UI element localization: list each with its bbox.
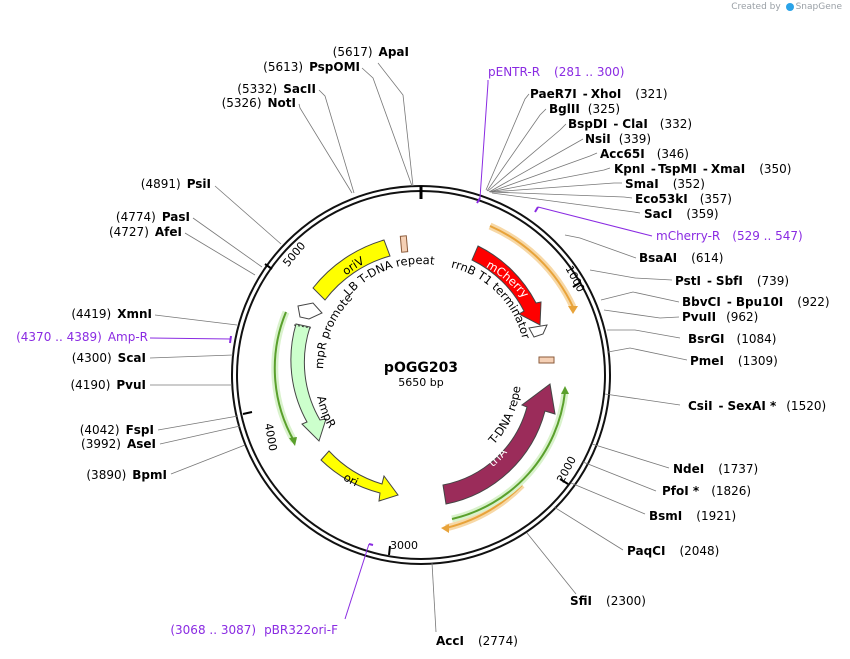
tick-label-2000: 2000 bbox=[554, 454, 579, 485]
enzyme-psii: (4891)PsiI bbox=[141, 177, 211, 191]
orf-arrow-rb bbox=[561, 386, 569, 394]
primer-markers bbox=[229, 197, 539, 546]
enzyme-apai: (5617)ApaI bbox=[333, 45, 409, 59]
enzyme-bbvci-bpu10i: BbvCI-Bpu10I(922) bbox=[682, 295, 830, 309]
ampr-start-dashes bbox=[293, 324, 312, 329]
feature-ampr-promoter-arrow bbox=[297, 302, 323, 320]
enzyme-scai: (4300)ScaI bbox=[72, 351, 146, 365]
enzyme-bpmi: (3890)BpmI bbox=[86, 468, 167, 482]
enzyme-paer7i-xhoi: PaeR7I-XhoI(321) bbox=[530, 87, 668, 101]
tick-label-4000: 4000 bbox=[262, 422, 280, 452]
feature-trfa-arrow bbox=[442, 383, 556, 505]
tick-label-3000: 3000 bbox=[390, 539, 418, 552]
orf-line-ampr bbox=[273, 311, 295, 442]
primer-mcherry-r: mCherry-R(529 .. 547) bbox=[656, 229, 803, 243]
feature-ori-arrow bbox=[320, 450, 399, 502]
feature-rrnb-arrow bbox=[528, 324, 548, 338]
primer-pentr-r: pENTR-R(281 .. 300) bbox=[488, 65, 624, 79]
credit-prefix: Created by bbox=[731, 2, 781, 12]
enzyme-saci: SacI(359) bbox=[644, 207, 719, 221]
enzyme-pvui: (4190)PvuI bbox=[70, 378, 146, 392]
enzyme-pmei: PmeI(1309) bbox=[690, 354, 778, 368]
enzyme-sfii: SfiI(2300) bbox=[570, 594, 646, 608]
primer-amp-r: (4370 .. 4389)Amp-R bbox=[16, 330, 148, 344]
snapgene-logo-icon bbox=[785, 2, 794, 11]
enzyme-bspdi-clai: BspDI-ClaI(332) bbox=[568, 117, 692, 131]
enzyme-bsaai: BsaAI(614) bbox=[639, 251, 723, 265]
enzyme-bsrgi: BsrGI(1084) bbox=[688, 332, 776, 346]
primer-pbr322ori-f: (3068 .. 3087)pBR322ori-F bbox=[170, 623, 338, 637]
feature-ori-label: ori bbox=[341, 470, 360, 489]
enzyme-asei: (3992)AseI bbox=[81, 437, 156, 451]
enzyme-psti-sbfi: PstI-SbfI(739) bbox=[675, 274, 789, 288]
feature-mcherry-arrow bbox=[471, 245, 542, 326]
enzyme-eco53ki: Eco53kI(357) bbox=[635, 192, 732, 206]
enzyme-acc65i: Acc65I(346) bbox=[600, 147, 689, 161]
enzyme-leader-lines bbox=[149, 62, 688, 633]
enzyme-pasi: (4774)PasI bbox=[116, 210, 190, 224]
enzyme-pspomi: (5613)PspOMI bbox=[263, 60, 360, 74]
credit-brand: SnapGene bbox=[795, 2, 842, 12]
primer-leader-lines bbox=[149, 80, 653, 620]
feature-lb-box bbox=[399, 235, 409, 253]
enzyme-afei: (4727)AfeI bbox=[109, 225, 182, 239]
orf-arrow-ampr bbox=[289, 437, 297, 446]
plasmid-length: 5650 bp bbox=[398, 376, 443, 389]
plasmid-name: pOGG203 bbox=[384, 360, 458, 376]
enzyme-paqci: PaqCI(2048) bbox=[627, 544, 719, 558]
enzyme-bglii: BglII(325) bbox=[549, 102, 620, 116]
enzyme-smai: SmaI(352) bbox=[625, 177, 705, 191]
enzyme-bsmi: BsmI(1921) bbox=[649, 509, 736, 523]
enzyme-fspi: (4042)FspI bbox=[80, 423, 154, 437]
enzyme-nsii: NsiI(339) bbox=[585, 132, 651, 146]
enzyme-ndei: NdeI(1737) bbox=[673, 462, 758, 476]
enzyme-sacii: (5332)SacII bbox=[237, 82, 316, 96]
enzyme-xmni: (4419)XmnI bbox=[71, 307, 152, 321]
enzyme-noti: (5326)NotI bbox=[222, 96, 296, 110]
orf-line-rb bbox=[451, 391, 566, 520]
coordinate-ticks bbox=[242, 263, 582, 556]
orf-line-mcherry bbox=[489, 225, 574, 308]
orf-arrow-trfa bbox=[441, 524, 449, 533]
enzyme-pvuii: PvuII(962) bbox=[682, 310, 758, 324]
enzyme-acci: AccI(2774) bbox=[436, 634, 518, 648]
feature-ampr-arrow bbox=[290, 323, 327, 442]
feature-oriv-arrow bbox=[312, 239, 391, 301]
snapgene-credit: Created by SnapGene bbox=[731, 2, 842, 12]
enzyme-pfoi: PfoI *(1826) bbox=[662, 484, 751, 498]
enzyme-kpni-tspmi-xmai: KpnI-TspMI-XmaI(350) bbox=[614, 162, 791, 176]
feature-rb-box bbox=[538, 356, 555, 364]
enzyme-csii-sexai: CsiI-SexAI *(1520) bbox=[688, 399, 826, 413]
orf-arrow-mcherry bbox=[568, 306, 578, 314]
